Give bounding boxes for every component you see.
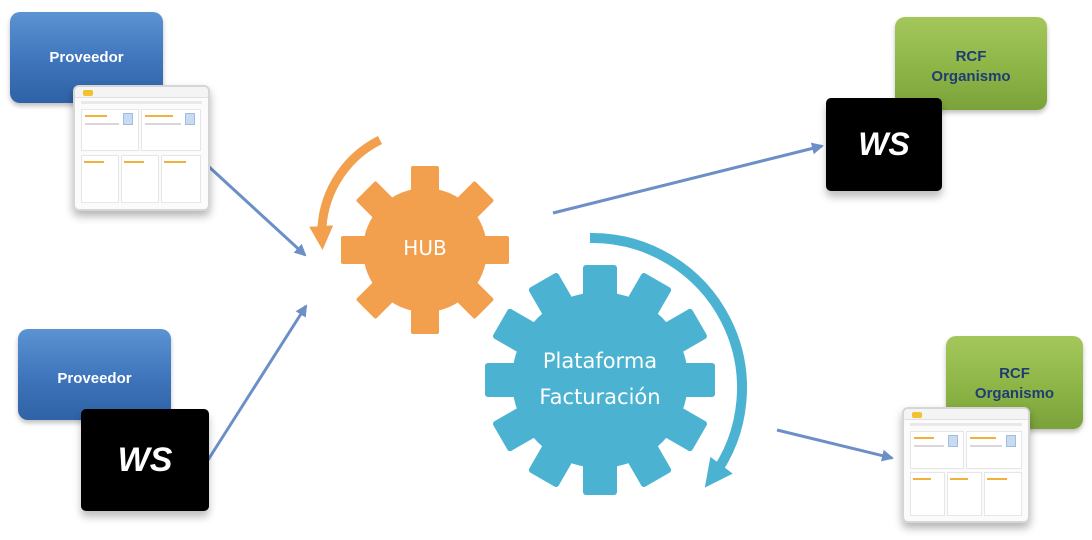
arrow-hub-to-rcf1 [552, 142, 824, 215]
rcf-label-bottom-line2: Organismo [974, 385, 1055, 402]
hub-gear [341, 166, 509, 334]
provider-box-bottom[interactable]: Proveedor [18, 329, 171, 420]
ws-box-provider: WS [81, 409, 209, 511]
rcf-label-top-line1: RCF [955, 48, 987, 65]
rcf-box-top[interactable]: RCF Organismo [895, 17, 1047, 110]
arrow-provider1-to-hub [205, 163, 307, 257]
hub-label: HUB [403, 236, 447, 260]
platform-label-line1: Plataforma [542, 349, 658, 373]
rcf-label-top: RCF Organismo [931, 47, 1010, 87]
portal-logo-icon [912, 412, 922, 418]
platform-gear [485, 265, 715, 495]
rcf-label-top-line2: Organismo [931, 68, 1011, 85]
portal-logo-icon [83, 90, 93, 96]
provider-label-bottom: Proveedor [57, 370, 132, 387]
rcf-label-bottom: RCF Organismo [975, 364, 1054, 404]
platform-label-line2: Facturación [539, 385, 661, 409]
rcf-label-bottom-line1: RCF [999, 365, 1030, 382]
provider-label-top: Proveedor [49, 49, 124, 66]
arrow-platform-to-rcf2 [776, 428, 894, 462]
ws-box-rcf: WS [826, 98, 942, 191]
arrow-provider2-to-hub [206, 304, 308, 461]
web-portal-thumbnail-top [73, 85, 210, 211]
platform-label: Plataforma Facturación [510, 343, 690, 415]
hub-rotation-arrow [309, 135, 383, 250]
platform-rotation-arrow [589, 232, 747, 488]
web-portal-thumbnail-bottom [902, 407, 1030, 523]
